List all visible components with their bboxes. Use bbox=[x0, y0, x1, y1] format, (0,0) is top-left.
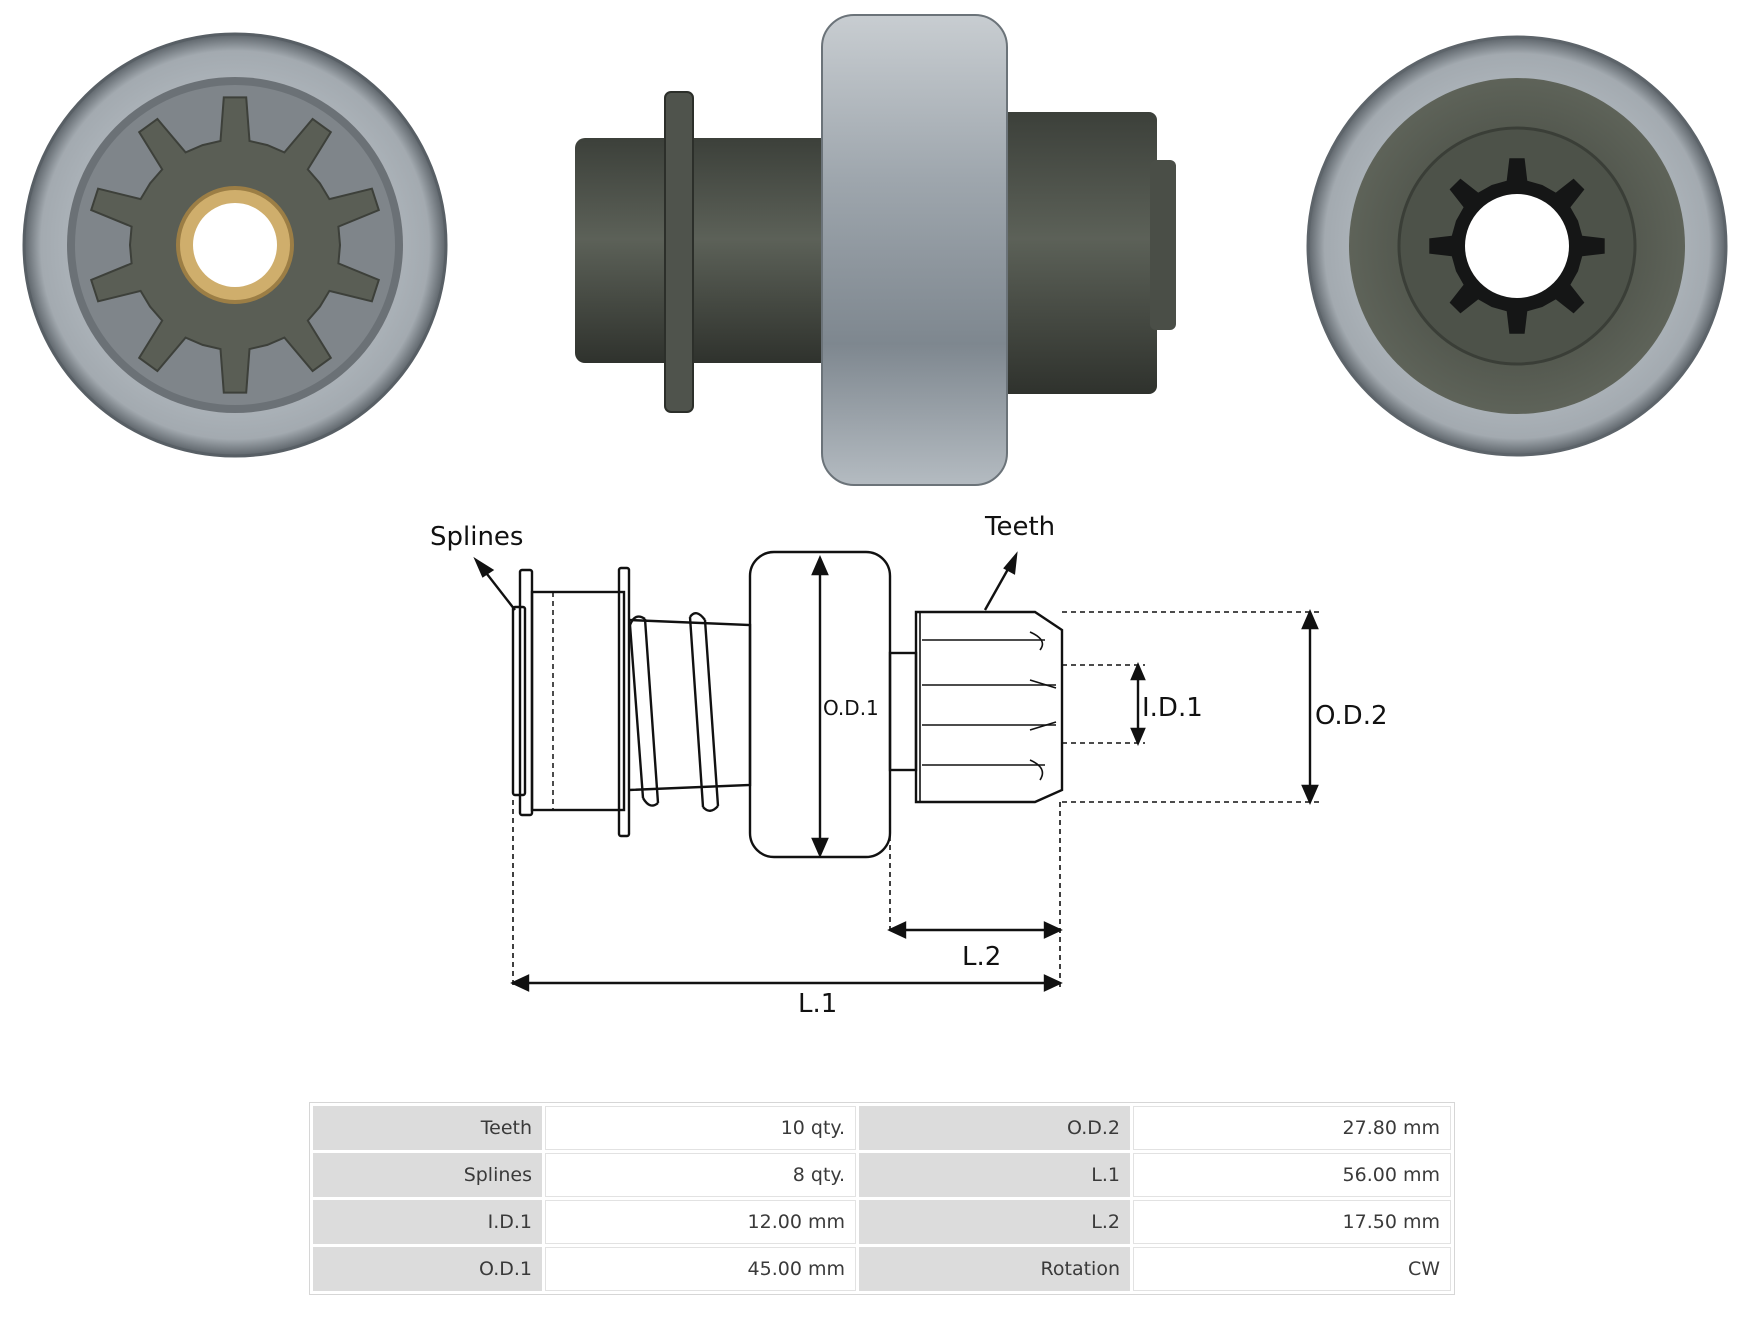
side-view-photo bbox=[575, 14, 1176, 486]
spec-label: L.2 bbox=[859, 1200, 1130, 1244]
spec-value: 12.00 mm bbox=[545, 1200, 856, 1244]
spec-label: Splines bbox=[313, 1153, 542, 1197]
splines-callout-label: Splines bbox=[430, 522, 523, 552]
spec-label: I.D.1 bbox=[313, 1200, 542, 1244]
spec-value: 45.00 mm bbox=[545, 1247, 856, 1291]
front-view-photo bbox=[22, 32, 448, 458]
teeth-callout-label: Teeth bbox=[984, 512, 1055, 542]
rear-view-photo bbox=[1306, 35, 1728, 457]
spec-label: Rotation bbox=[859, 1247, 1130, 1291]
l1-dimension-label: L.1 bbox=[798, 989, 837, 1019]
spec-value: 56.00 mm bbox=[1133, 1153, 1451, 1197]
id1-dimension-label: I.D.1 bbox=[1142, 693, 1203, 723]
od2-dimension-label: O.D.2 bbox=[1315, 701, 1388, 731]
technical-drawing bbox=[473, 550, 1320, 992]
spec-label: O.D.1 bbox=[313, 1247, 542, 1291]
spec-value: CW bbox=[1133, 1247, 1451, 1291]
spec-label: Teeth bbox=[313, 1106, 542, 1150]
od1-dimension-label: O.D.1 bbox=[823, 696, 879, 720]
spec-label: O.D.2 bbox=[859, 1106, 1130, 1150]
spec-value: 27.80 mm bbox=[1133, 1106, 1451, 1150]
spec-label: L.1 bbox=[859, 1153, 1130, 1197]
spec-value: 17.50 mm bbox=[1133, 1200, 1451, 1244]
spec-value: 10 qty. bbox=[545, 1106, 856, 1150]
spec-value: 8 qty. bbox=[545, 1153, 856, 1197]
l2-dimension-label: L.2 bbox=[962, 942, 1001, 972]
